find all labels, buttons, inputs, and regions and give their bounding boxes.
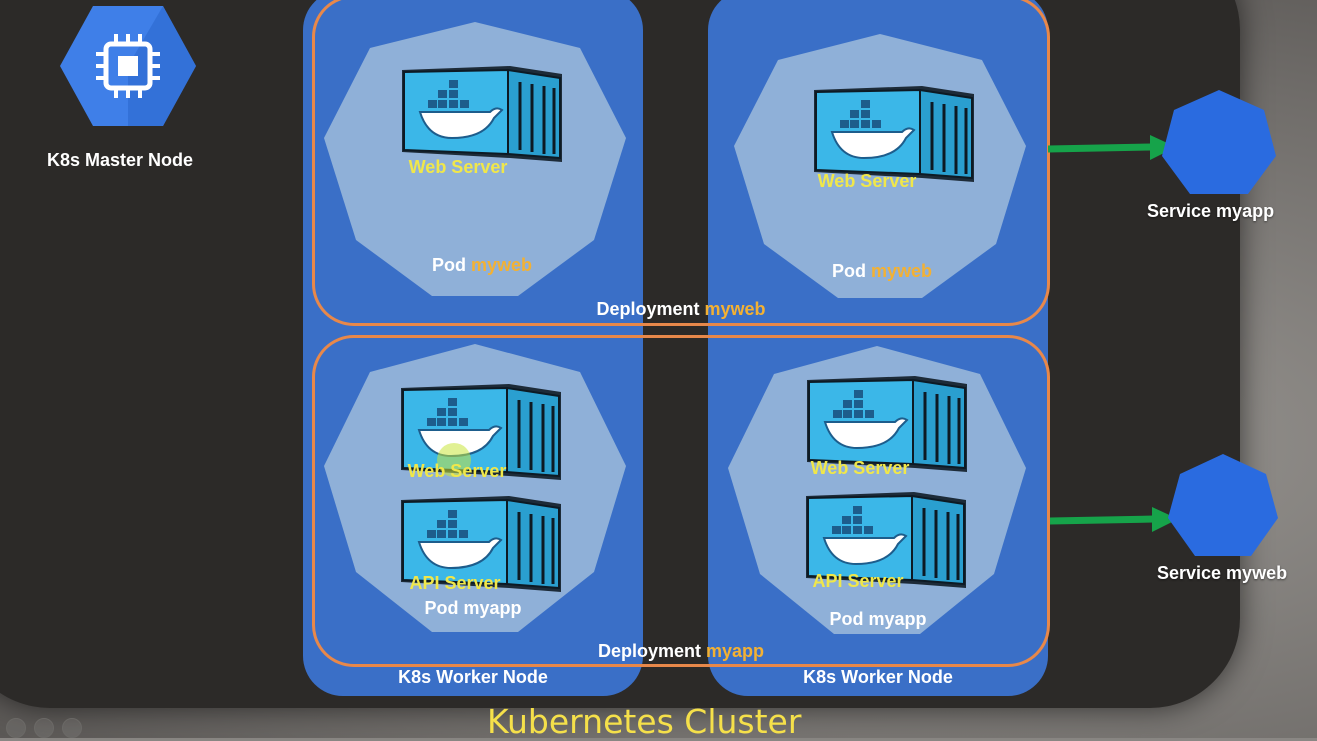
pod-label: Pod myweb xyxy=(762,261,1002,282)
container-label: Web Server xyxy=(407,461,507,481)
pod-name: myweb xyxy=(870,261,933,281)
slide-icon[interactable] xyxy=(6,718,26,738)
deployment-prefix: Deployment xyxy=(596,299,700,319)
deployment-label: Deployment myapp xyxy=(315,641,1047,662)
deployment-myweb: Deployment myweb xyxy=(312,0,1050,326)
arrow-to-service-myweb xyxy=(1050,507,1178,532)
zoom-icon[interactable] xyxy=(34,718,54,738)
docker-container-icon xyxy=(810,84,976,184)
cluster-label: Kubernetes Cluster xyxy=(487,702,802,741)
service-label: Service myapp xyxy=(1147,201,1275,221)
container-label: Web Server xyxy=(408,157,508,177)
service-myweb-icon xyxy=(1168,454,1278,556)
deployment-label: Deployment myweb xyxy=(315,299,1047,320)
worker-node-label: K8s Worker Node xyxy=(398,667,548,687)
pod-prefix: Pod xyxy=(431,255,466,275)
service-myapp-icon xyxy=(1162,90,1276,194)
worker-node-label: K8s Worker Node xyxy=(803,667,953,687)
arrow-to-service-myapp xyxy=(1048,135,1176,160)
cursor-highlight xyxy=(437,443,471,477)
pod-prefix: Pod xyxy=(831,261,866,281)
master-node-icon xyxy=(60,6,196,126)
container-label: API Server xyxy=(812,571,904,591)
service-label: Service myweb xyxy=(1157,563,1288,583)
container-label: API Server xyxy=(409,573,501,593)
pod-label: Pod myweb xyxy=(362,255,602,276)
deployment-prefix: Deployment xyxy=(597,641,701,661)
master-node-label: K8s Master Node xyxy=(47,150,194,170)
pod-label: Pod myapp xyxy=(424,598,522,618)
deployment-name: myweb xyxy=(704,299,766,319)
container-label: Web Server xyxy=(817,171,917,191)
deployment-name: myapp xyxy=(706,641,765,661)
more-icon[interactable] xyxy=(62,718,82,738)
pod-name: myweb xyxy=(470,255,533,275)
chip-icon xyxy=(96,34,160,98)
deployment-myapp: Deployment myapp xyxy=(312,335,1050,667)
docker-container-icon xyxy=(398,64,564,164)
pod-label: Pod myapp xyxy=(829,609,927,629)
container-label: Web Server xyxy=(810,458,910,478)
